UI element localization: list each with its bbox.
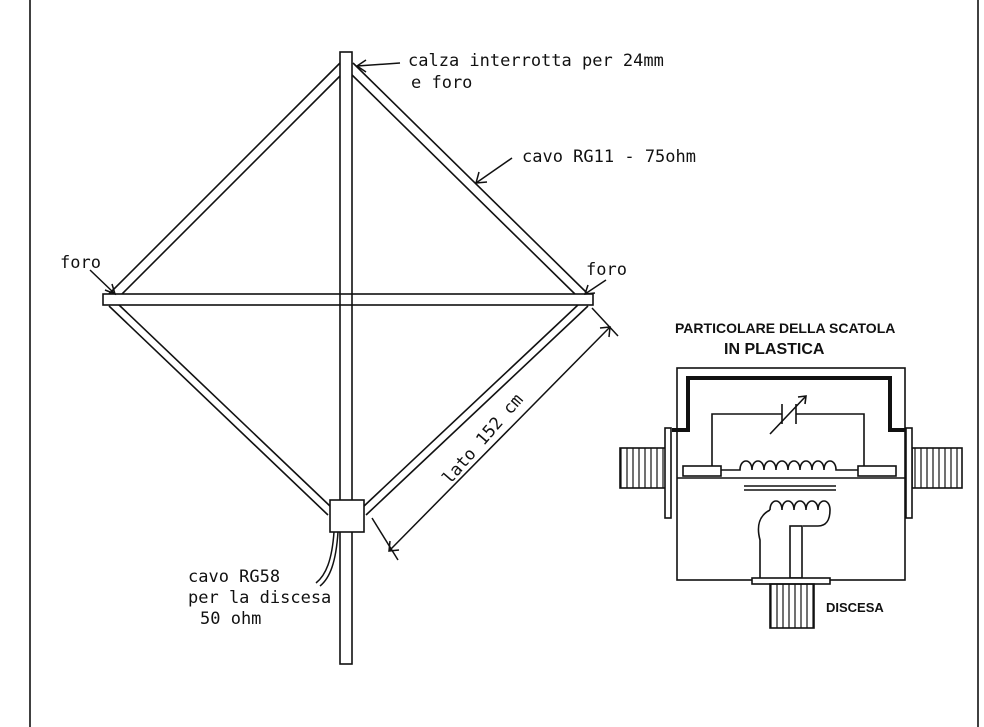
- detail-labels: PARTICOLARE DELLA SCATOLA IN PLASTICA DI…: [675, 320, 895, 615]
- feed-box: [329, 499, 365, 533]
- detail-title-2: IN PLASTICA: [724, 341, 825, 358]
- vertical-mast: [339, 51, 353, 665]
- detail-title-1: PARTICOLARE DELLA SCATOLA: [675, 320, 895, 336]
- plastic-box-detail: [619, 367, 963, 629]
- label-cavo-rg11: cavo RG11 - 75ohm: [522, 147, 696, 167]
- antenna-loop: [108, 62, 589, 516]
- arrows: [89, 59, 607, 296]
- label-calza-1: calza interrotta per 24mm: [408, 51, 664, 71]
- label-foro-right: foro: [586, 260, 627, 280]
- label-calza-2: e foro: [411, 73, 472, 93]
- label-rg58-1: cavo RG58: [188, 567, 280, 587]
- rg58-cable: [315, 531, 339, 587]
- page-border: [29, 0, 979, 727]
- label-foro-left: foro: [60, 253, 101, 273]
- label-rg58-3: 50 ohm: [200, 609, 261, 629]
- label-discesa: DISCESA: [826, 600, 884, 615]
- label-rg58-2: per la discesa: [188, 588, 331, 608]
- dimension-line: [371, 307, 619, 561]
